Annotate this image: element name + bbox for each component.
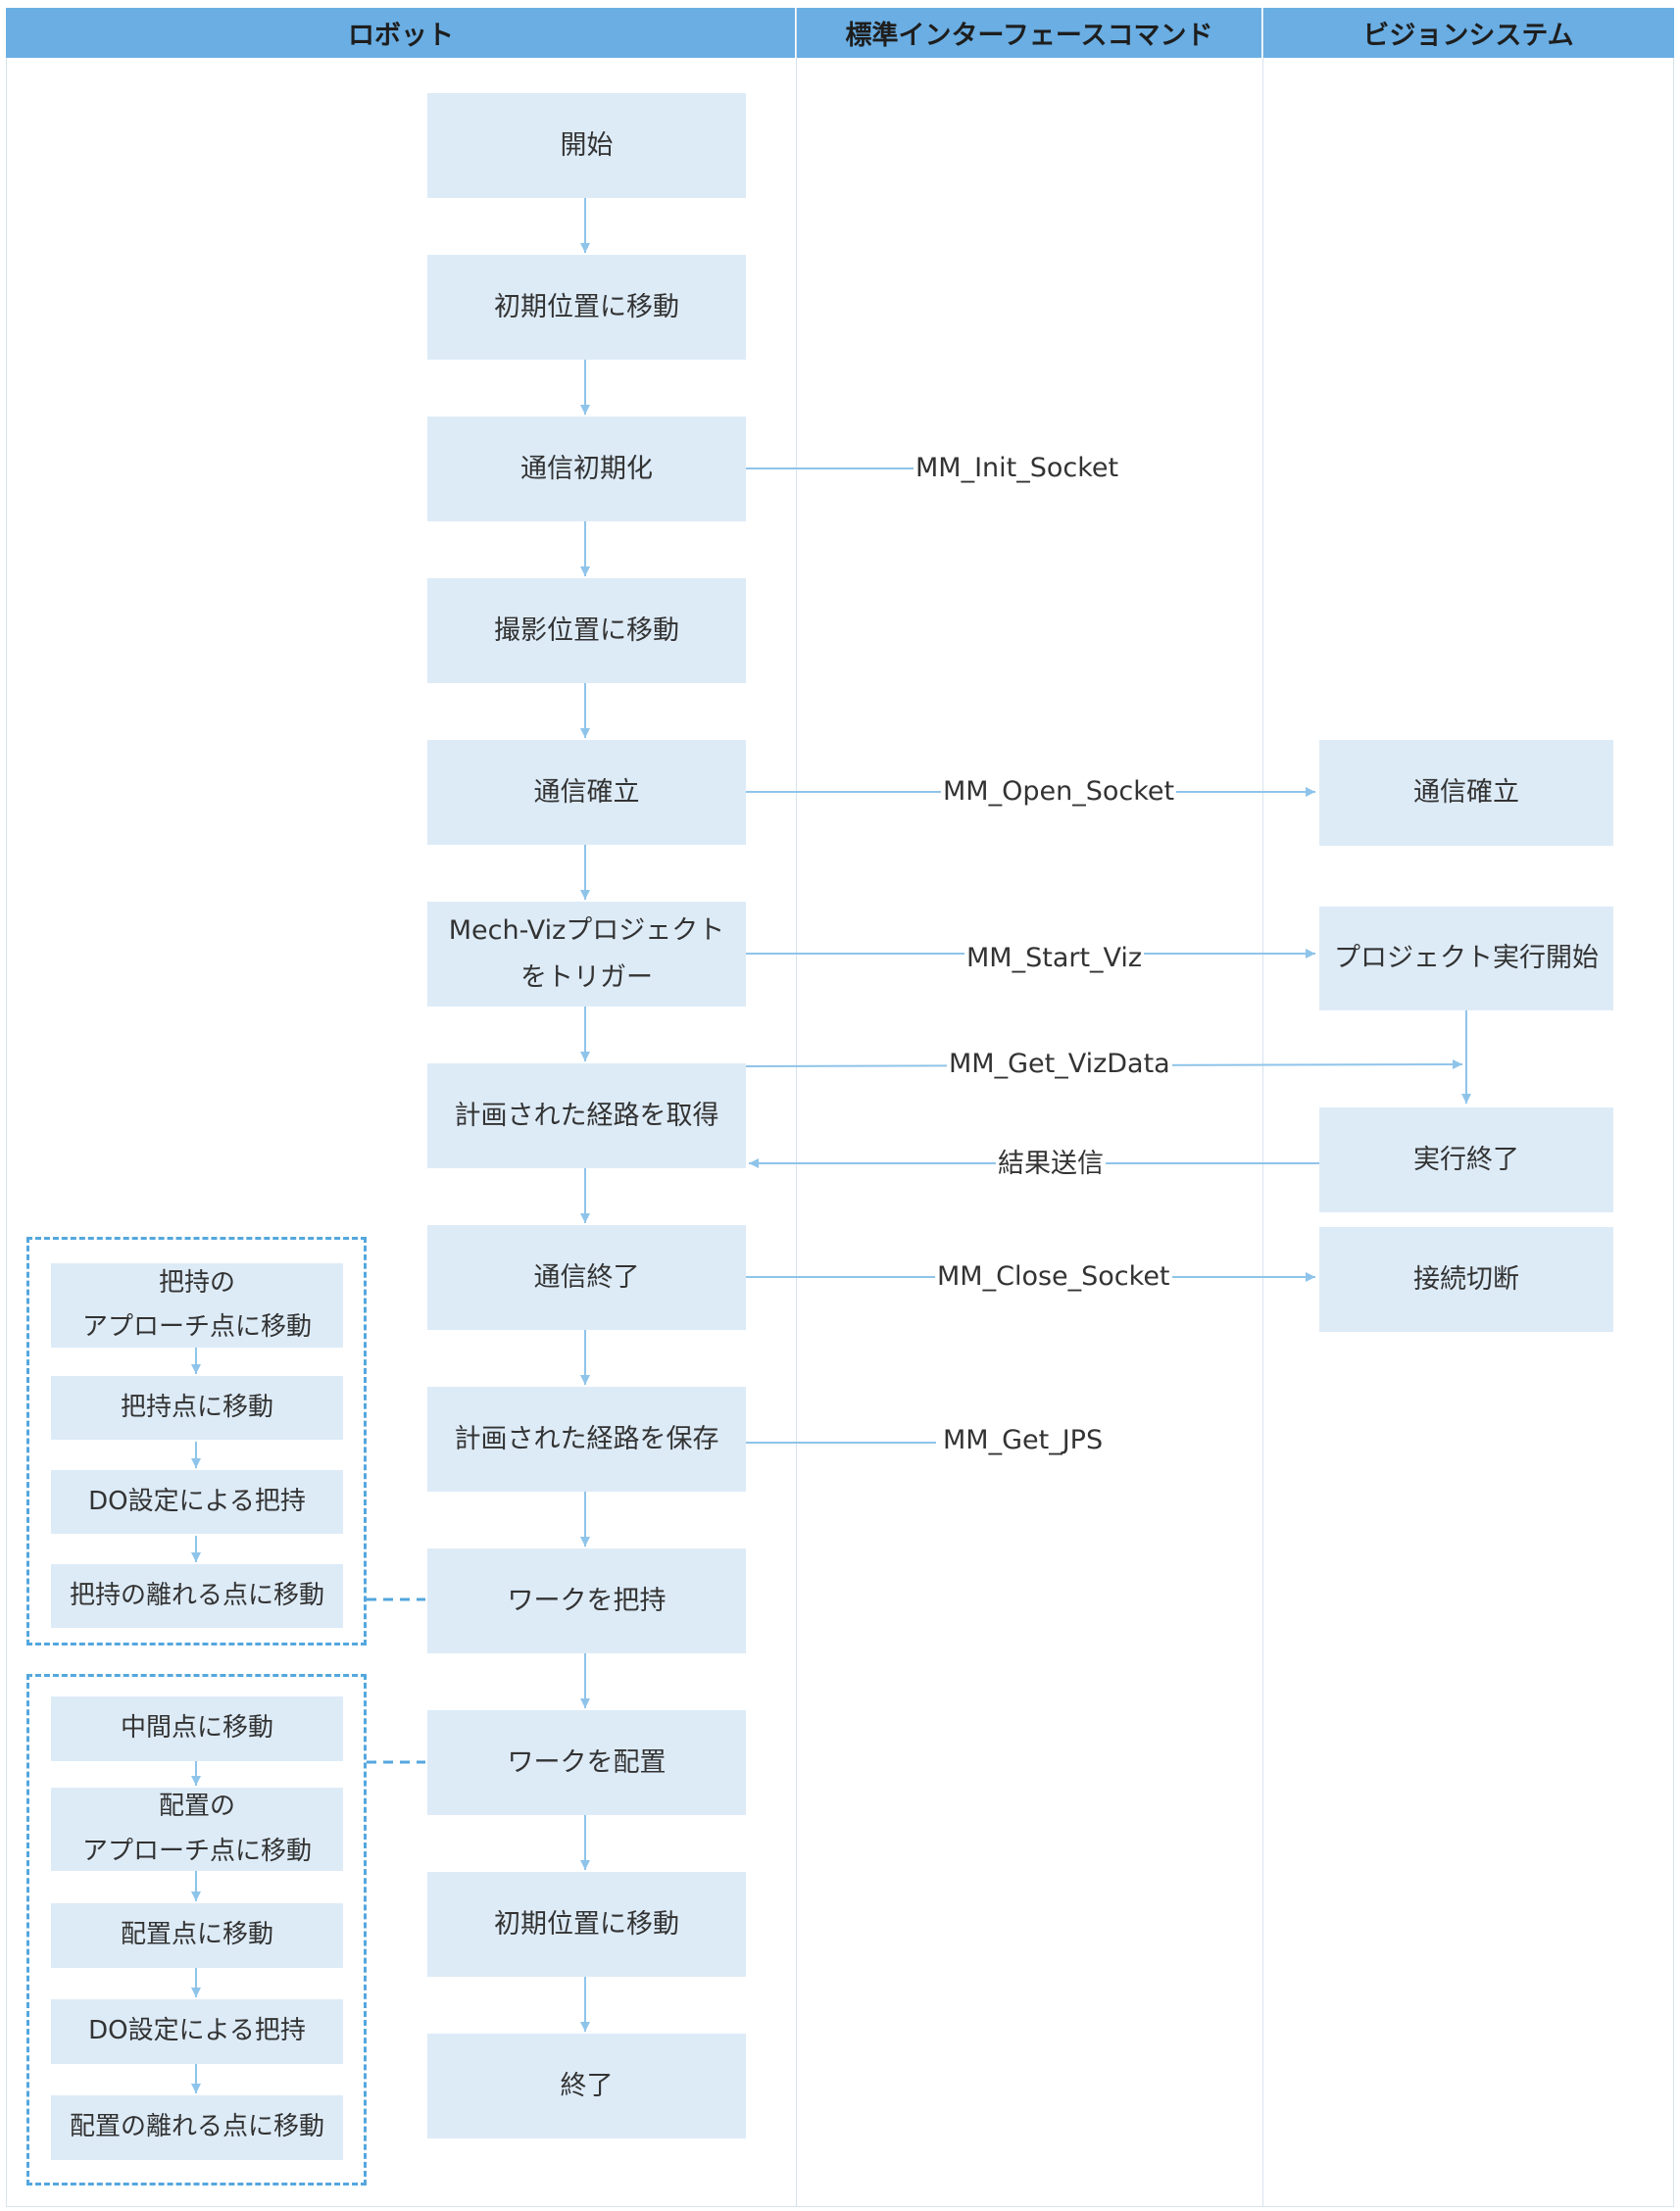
command-label-init-socket: MM_Init_Socket [914, 453, 1121, 485]
lane-header-robot: ロボット [6, 8, 796, 58]
robot-step-save-path: 計画された経路を保存 [427, 1387, 746, 1492]
lane-header-vision: ビジョンシステム [1262, 8, 1674, 58]
robot-step-trigger-line1: Mech-Vizプロジェクト [448, 915, 725, 947]
command-label-send-result: 結果送信 [996, 1149, 1106, 1181]
robot-step-trigger-line2: をトリガー [520, 961, 653, 993]
robot-step-init-comm: 通信初期化 [427, 417, 746, 521]
place-step-depart: 配置の離れる点に移動 [51, 2095, 343, 2160]
pick-step-depart: 把持の離れる点に移動 [51, 1564, 343, 1628]
lane-header-commands: 標準インターフェースコマンド [796, 8, 1262, 58]
robot-step-establish-comm: 通信確立 [427, 740, 746, 845]
robot-step-end: 終了 [427, 2034, 746, 2138]
command-label-get-vizdata: MM_Get_VizData [947, 1049, 1172, 1081]
lane-divider [796, 8, 797, 2207]
place-step-do-grip: DO設定による把持 [51, 1999, 343, 2064]
command-label-start-viz: MM_Start_Viz [964, 943, 1145, 975]
vision-step-execution-done: 実行終了 [1319, 1107, 1613, 1212]
vision-step-establish-comm: 通信確立 [1319, 740, 1613, 846]
robot-step-return-initial: 初期位置に移動 [427, 1872, 746, 1977]
pick-step-approach-line2: アプローチ点に移動 [81, 1312, 312, 1342]
pick-step-approach: 把持の アプローチ点に移動 [51, 1263, 343, 1348]
vision-step-start-project: プロジェクト実行開始 [1319, 907, 1613, 1010]
command-label-close-socket: MM_Close_Socket [935, 1261, 1172, 1294]
robot-step-trigger-project: Mech-Vizプロジェクト をトリガー [427, 902, 746, 1007]
place-step-move-point: 配置点に移動 [51, 1903, 343, 1968]
robot-step-move-capture: 撮影位置に移動 [427, 578, 746, 683]
robot-step-move-initial: 初期位置に移動 [427, 255, 746, 360]
place-step-approach-line1: 配置の [158, 1792, 235, 1821]
pick-subprocess-group [26, 1237, 367, 1646]
robot-step-end-comm: 通信終了 [427, 1225, 746, 1330]
vision-step-disconnect: 接続切断 [1319, 1227, 1613, 1332]
pick-step-move-point: 把持点に移動 [51, 1376, 343, 1440]
place-step-approach-line2: アプローチ点に移動 [81, 1836, 312, 1866]
robot-step-place-work: ワークを配置 [427, 1710, 746, 1815]
place-step-intermediate: 中間点に移動 [51, 1696, 343, 1761]
robot-step-start: 開始 [427, 93, 746, 198]
robot-step-pick-work: ワークを把持 [427, 1548, 746, 1653]
place-subprocess-group [26, 1674, 367, 2186]
robot-step-get-path: 計画された経路を取得 [427, 1063, 746, 1168]
lane-divider [1262, 8, 1263, 2207]
command-label-get-jps: MM_Get_JPS [941, 1425, 1106, 1457]
pick-step-approach-line1: 把持の [158, 1267, 235, 1298]
pick-step-do-grip: DO設定による把持 [51, 1470, 343, 1534]
place-step-approach: 配置の アプローチ点に移動 [51, 1788, 343, 1871]
command-label-open-socket: MM_Open_Socket [941, 776, 1177, 809]
